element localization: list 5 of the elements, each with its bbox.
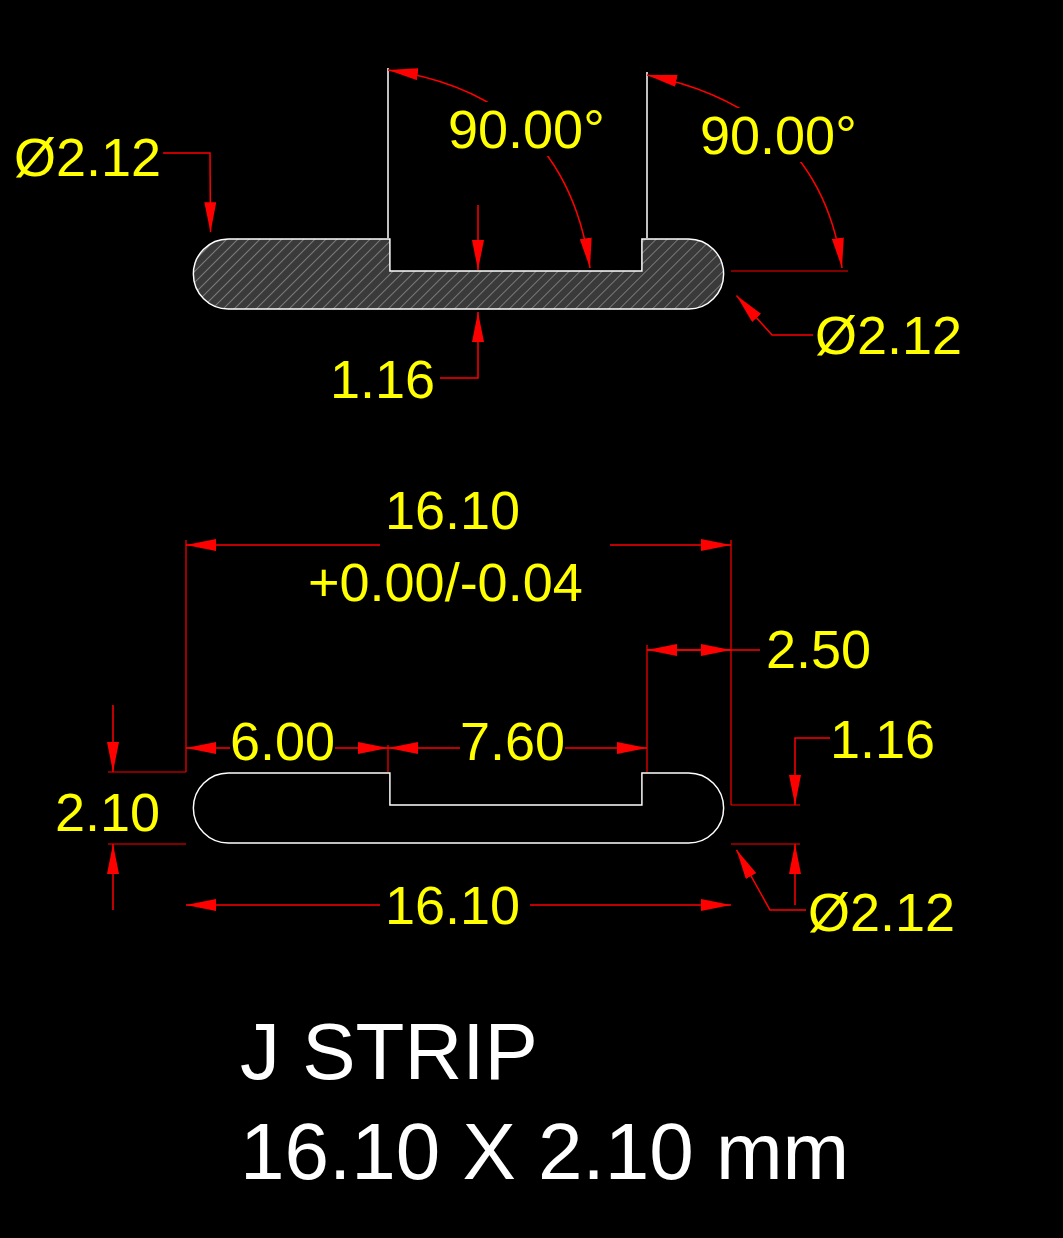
angle-dimension-label: 90.00° — [448, 102, 605, 156]
angle-dimension-label: 90.00° — [700, 108, 857, 162]
leader-line — [735, 294, 814, 336]
leader-line — [162, 152, 217, 233]
leader-line — [735, 849, 807, 911]
